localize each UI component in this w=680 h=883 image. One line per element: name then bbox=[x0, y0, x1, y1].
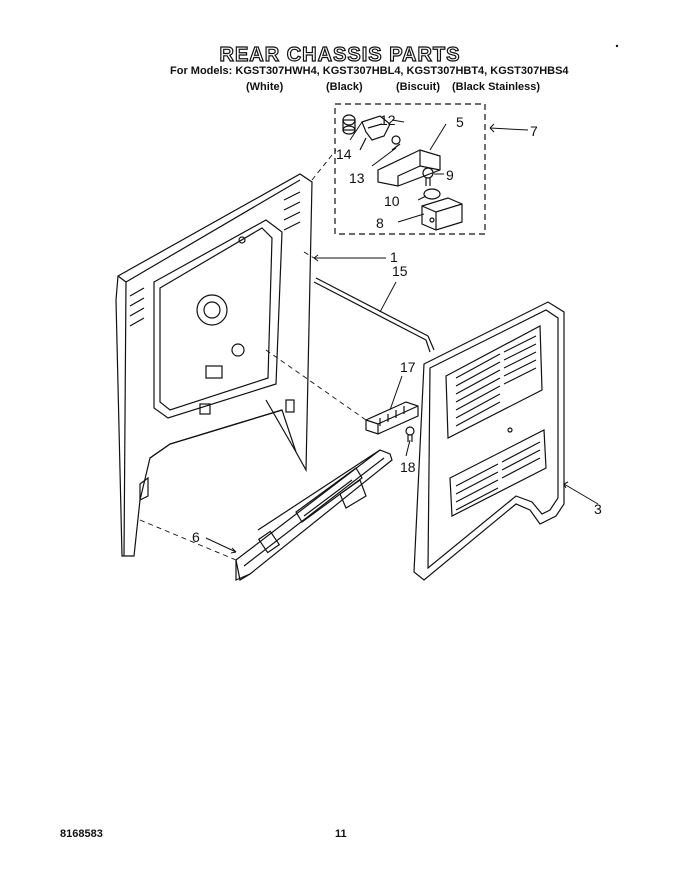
page-title: REAR CHASSIS PARTS bbox=[219, 43, 461, 66]
scan-speck bbox=[615, 44, 619, 48]
clip-part-12 bbox=[359, 115, 391, 151]
rear-chassis-part-1 bbox=[115, 173, 313, 557]
callout-17: 17 bbox=[400, 359, 416, 375]
terminal-block-part-17 bbox=[365, 401, 419, 435]
block-part-8 bbox=[421, 197, 463, 231]
bushing-part-14 bbox=[342, 114, 356, 135]
finish-white: (White) bbox=[246, 81, 284, 93]
callout-8: 8 bbox=[376, 215, 384, 231]
callout-13: 13 bbox=[349, 170, 365, 186]
callout-18: 18 bbox=[400, 459, 416, 475]
rear-cover-part-3 bbox=[413, 301, 565, 581]
callout-7: 7 bbox=[530, 123, 538, 139]
screw-part-9 bbox=[422, 167, 434, 186]
finish-black-stainless: (Black Stainless) bbox=[452, 81, 541, 93]
screw-part-18 bbox=[405, 426, 415, 442]
callout-15: 15 bbox=[392, 263, 408, 279]
callout-14: 14 bbox=[336, 146, 352, 162]
callout-10: 10 bbox=[384, 193, 400, 209]
callout-12: 12 bbox=[380, 112, 396, 128]
callout-9: 9 bbox=[446, 167, 454, 183]
bracket-group-box bbox=[334, 103, 486, 235]
callout-numbers: 12 5 7 14 13 9 10 8 1 15 17 18 3 6 bbox=[192, 112, 602, 545]
finish-biscuit: (Biscuit) bbox=[396, 81, 440, 93]
rod-part-15 bbox=[313, 277, 435, 353]
models-line: For Models: KGST307HWH4, KGST307HBL4, KG… bbox=[170, 65, 569, 77]
page-number: 11 bbox=[335, 828, 347, 840]
leader-lines bbox=[205, 119, 599, 554]
washer-part-10 bbox=[423, 188, 441, 200]
screw-part-13 bbox=[391, 135, 401, 151]
finish-black: (Black) bbox=[326, 81, 363, 93]
callout-5: 5 bbox=[456, 114, 464, 130]
part-number: 8168583 bbox=[60, 828, 103, 840]
callout-6: 6 bbox=[192, 529, 200, 545]
callout-1: 1 bbox=[390, 249, 398, 265]
callout-3: 3 bbox=[594, 501, 602, 517]
lower-panel-part-6 bbox=[235, 449, 393, 581]
alignment-lines bbox=[139, 149, 367, 561]
plate-part-5 bbox=[377, 149, 441, 187]
